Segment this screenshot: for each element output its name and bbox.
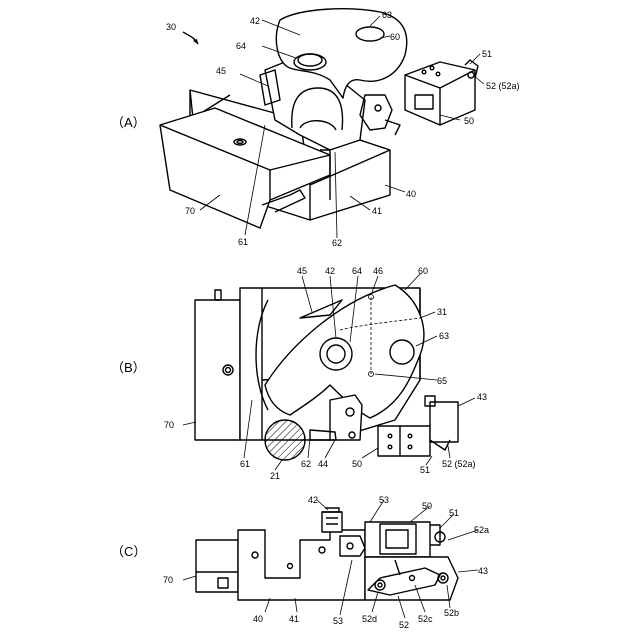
label-b-46: 46 (373, 266, 383, 276)
label-b-50: 50 (352, 459, 362, 469)
panel-a-caption: （A） (111, 115, 146, 130)
label-c-52d: 52d (362, 614, 377, 624)
label-b-60: 60 (418, 266, 428, 276)
label-a-64: 64 (236, 41, 246, 51)
label-c-50: 50 (422, 501, 432, 511)
label-b-61: 61 (240, 459, 250, 469)
label-c-52c: 52c (418, 614, 433, 624)
label-c-53: 53 (379, 495, 389, 505)
label-b-51: 51 (420, 465, 430, 475)
panel-a-drawing (160, 9, 484, 238)
label-a-52: 52 (52a) (486, 81, 520, 91)
label-b-31: 31 (437, 307, 447, 317)
label-a-41: 41 (372, 206, 382, 216)
panel-c-drawing (183, 500, 478, 618)
label-a-63: 63 (382, 10, 392, 20)
label-a-50: 50 (464, 116, 474, 126)
label-b-63: 63 (439, 331, 449, 341)
label-c-51: 51 (449, 508, 459, 518)
label-a-45: 45 (216, 66, 226, 76)
label-c-43: 43 (478, 566, 488, 576)
label-b-64: 64 (352, 266, 362, 276)
label-c-52a: 52a (474, 525, 489, 535)
label-a-70: 70 (185, 206, 195, 216)
label-a-42: 42 (250, 16, 260, 26)
label-a-62: 62 (332, 238, 342, 248)
label-c-70: 70 (163, 575, 173, 585)
label-a-51: 51 (482, 49, 492, 59)
label-c-42: 42 (308, 495, 318, 505)
label-a-61: 61 (238, 237, 248, 247)
label-a-60: 60 (390, 32, 400, 42)
panel-b-drawing (183, 274, 475, 470)
panel-c-caption: （C） (111, 544, 146, 559)
label-b-42: 42 (325, 266, 335, 276)
label-c-52: 52 (399, 620, 409, 630)
label-a-30: 30 (166, 22, 176, 32)
label-c-53-lower: 53 (333, 616, 343, 626)
label-a-40: 40 (406, 189, 416, 199)
label-b-65: 65 (437, 376, 447, 386)
label-b-70: 70 (164, 420, 174, 430)
label-c-41: 41 (289, 614, 299, 624)
label-b-21: 21 (270, 471, 280, 481)
label-b-52: 52 (52a) (442, 459, 476, 469)
label-b-45: 45 (297, 266, 307, 276)
panel-b-caption: （B） (111, 360, 146, 375)
label-b-62: 62 (301, 459, 311, 469)
label-b-44: 44 (318, 459, 328, 469)
label-c-40: 40 (253, 614, 263, 624)
label-b-43: 43 (477, 392, 487, 402)
label-c-52b: 52b (444, 608, 459, 618)
